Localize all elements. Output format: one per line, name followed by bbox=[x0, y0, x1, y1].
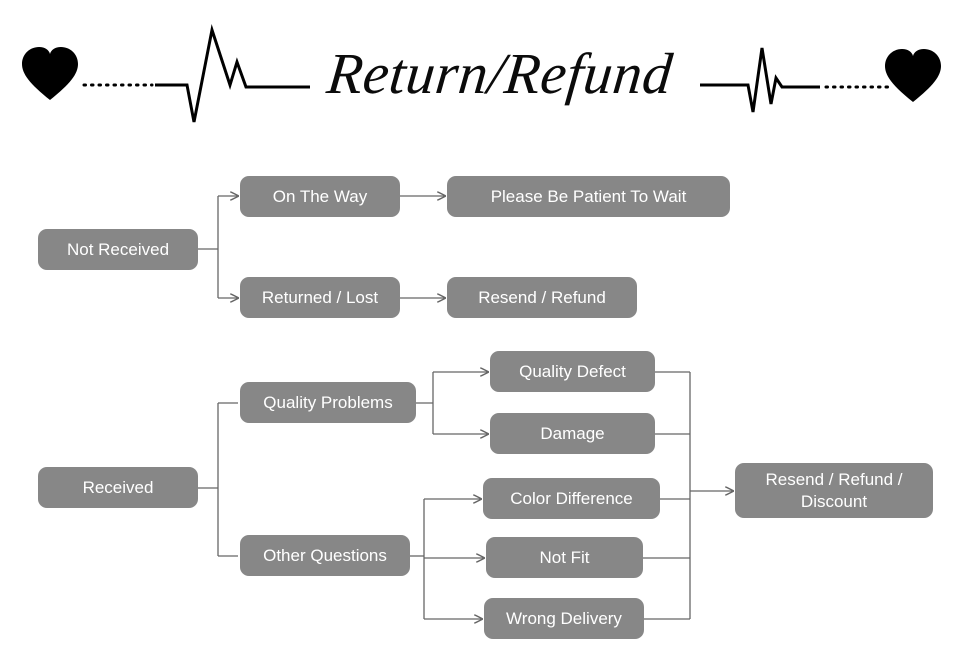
node-damage[interactable]: Damage bbox=[490, 413, 655, 454]
node-on-the-way[interactable]: On The Way bbox=[240, 176, 400, 217]
node-not-received[interactable]: Not Received bbox=[38, 229, 198, 270]
heartbeat-line-icon bbox=[155, 24, 310, 123]
heart-icon bbox=[22, 47, 78, 100]
edge-other-split bbox=[410, 499, 484, 619]
node-quality-problems[interactable]: Quality Problems bbox=[240, 382, 416, 423]
node-resend-refund-discount[interactable]: Resend / Refund / Discount bbox=[735, 463, 933, 518]
edge-quality-split bbox=[416, 372, 488, 434]
heart-icon bbox=[885, 49, 941, 102]
node-color-difference[interactable]: Color Difference bbox=[483, 478, 660, 519]
header-banner: Return/Refund bbox=[0, 0, 960, 150]
node-quality-defect[interactable]: Quality Defect bbox=[490, 351, 655, 392]
header-decoration-svg bbox=[22, 24, 941, 123]
edge-merge-outcome bbox=[643, 371, 733, 620]
node-resend-refund[interactable]: Resend / Refund bbox=[447, 277, 637, 318]
node-received[interactable]: Received bbox=[38, 467, 198, 508]
node-not-fit[interactable]: Not Fit bbox=[486, 537, 643, 578]
node-returned-lost[interactable]: Returned / Lost bbox=[240, 277, 400, 318]
heartbeat-line-icon bbox=[700, 47, 820, 113]
edge-not-received-split bbox=[198, 196, 238, 298]
node-wrong-delivery[interactable]: Wrong Delivery bbox=[484, 598, 644, 639]
node-other-questions[interactable]: Other Questions bbox=[240, 535, 410, 576]
edge-received-split bbox=[198, 402, 238, 557]
node-please-be-patient-to-wait[interactable]: Please Be Patient To Wait bbox=[447, 176, 730, 217]
